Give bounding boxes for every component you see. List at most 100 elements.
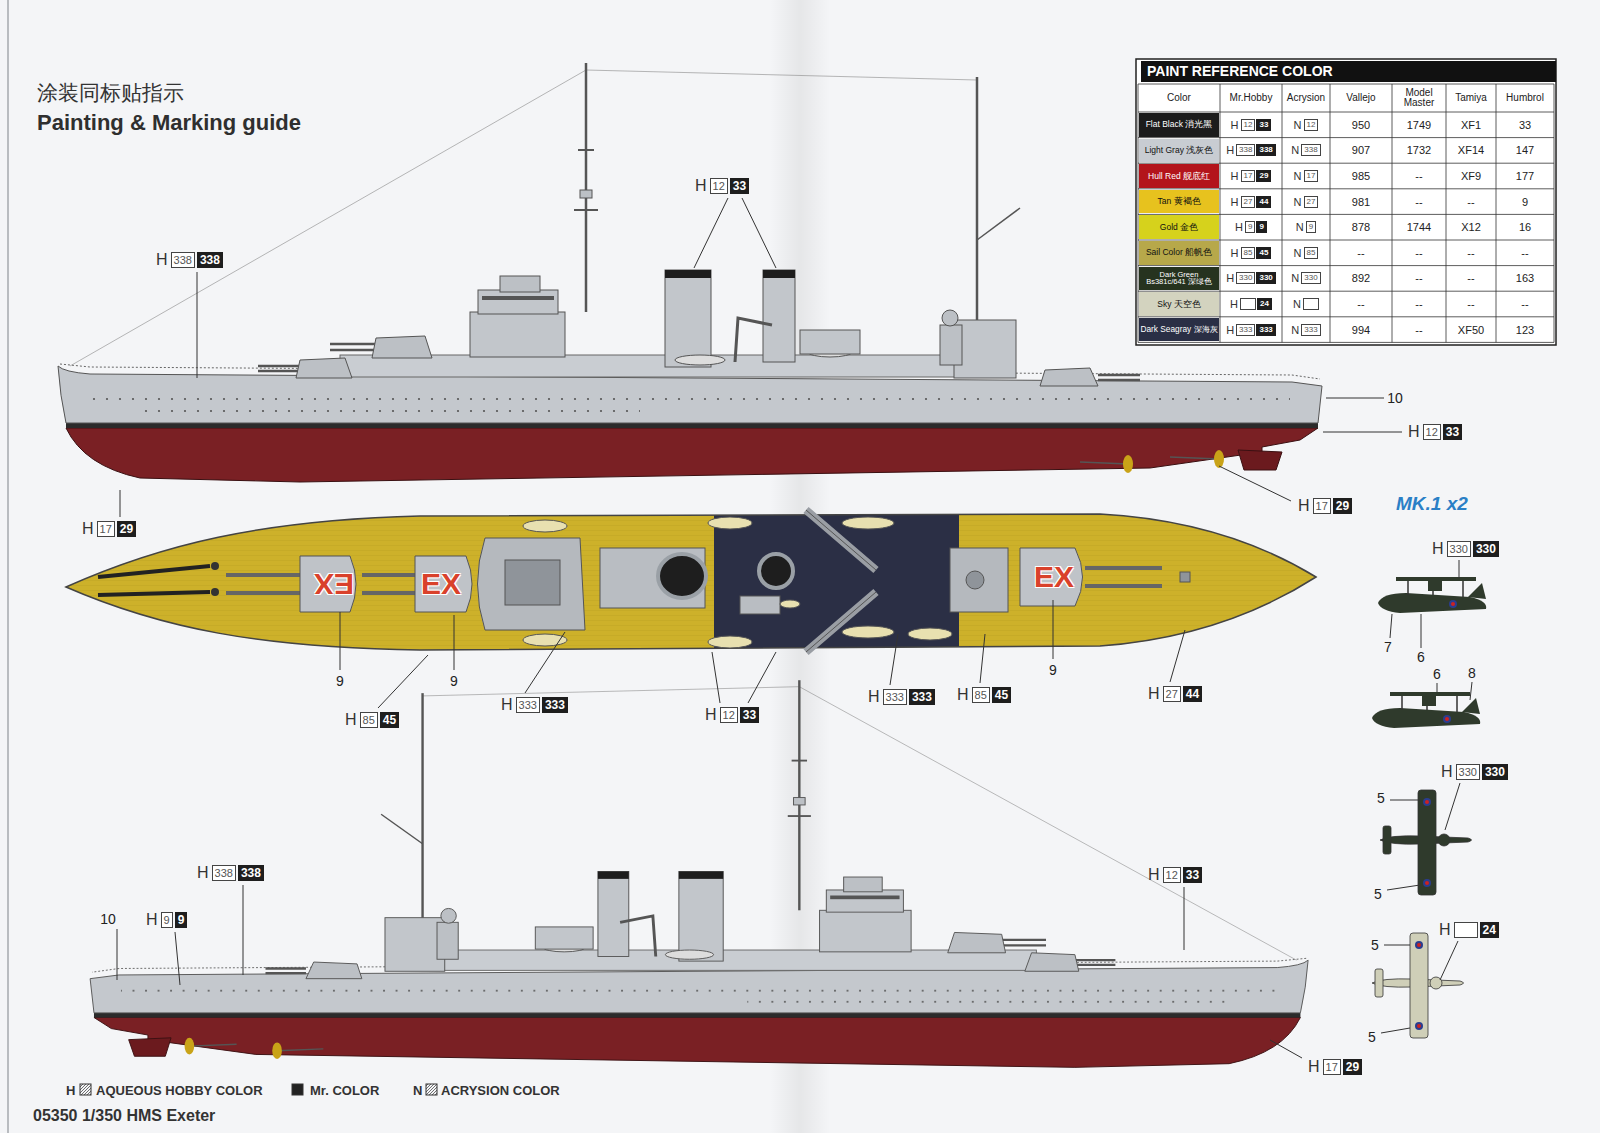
leader-lines bbox=[117, 198, 1472, 1058]
aircraft-note: MK.1 x2 bbox=[1396, 493, 1468, 515]
acrysion-code: 12 bbox=[1304, 119, 1319, 131]
caption: 05350 1/350 HMS Exeter bbox=[33, 1107, 215, 1125]
paint-code: 1744 bbox=[1407, 221, 1431, 233]
illustration-part bbox=[600, 548, 705, 608]
color-swatch: Dark Seagray 深海灰 bbox=[1139, 318, 1219, 342]
paint-code: 1732 bbox=[1407, 144, 1431, 156]
paint-code-cell: -- bbox=[1392, 266, 1446, 292]
paint-code-cell: 16 bbox=[1496, 214, 1554, 240]
callout-number: 6 bbox=[1433, 665, 1441, 683]
hobby-code: 85 bbox=[360, 712, 378, 728]
paint-prefix: H bbox=[1226, 144, 1234, 156]
paint-callout: H1729 bbox=[1231, 170, 1272, 182]
acrysion-code: 85 bbox=[1304, 247, 1319, 259]
mr-color-code: 9 bbox=[1256, 221, 1266, 233]
paint-code-cell: 177 bbox=[1496, 163, 1554, 189]
hobby-code: 330 bbox=[1236, 272, 1255, 284]
paint-prefix: H bbox=[345, 711, 357, 729]
illustration-part bbox=[1387, 885, 1420, 890]
hobby-code: 27 bbox=[1241, 196, 1256, 208]
hobby-code: 17 bbox=[1313, 498, 1331, 514]
paint-prefix: H bbox=[1148, 685, 1160, 703]
paint-callout: H2744 bbox=[1148, 685, 1202, 703]
paint-callout: H1233 bbox=[1408, 423, 1462, 441]
paint-callout: H338338 bbox=[1226, 144, 1276, 156]
paint-code-cell: XF14 bbox=[1446, 138, 1496, 164]
paint-prefix: H bbox=[1226, 272, 1234, 284]
illustration-part bbox=[1437, 683, 1438, 692]
color-swatch: Dark Green Bs381c/641 深绿色 bbox=[1139, 267, 1219, 291]
deck-marking: EX bbox=[1034, 560, 1074, 593]
illustration-part bbox=[1270, 1040, 1302, 1058]
paint-code: -- bbox=[1415, 272, 1422, 284]
hobby-cell: H330330 bbox=[1220, 266, 1282, 292]
legend-prefix: N bbox=[413, 1083, 422, 1098]
callout-number: 7 bbox=[1384, 639, 1392, 655]
illustration-part bbox=[1138, 84, 1554, 342]
empty-code-box bbox=[1240, 298, 1256, 310]
hobby-code: 338 bbox=[212, 865, 236, 881]
callout-number: 5 bbox=[1374, 885, 1382, 903]
deck-marking: EX bbox=[314, 568, 354, 601]
acrysion-code: 9 bbox=[1306, 221, 1316, 233]
acrysion-prefix: N bbox=[1291, 324, 1299, 336]
paint-prefix: H bbox=[695, 177, 707, 195]
illustration-part bbox=[117, 929, 118, 980]
illustration-part bbox=[980, 634, 985, 683]
paint-code: -- bbox=[1521, 247, 1528, 259]
paint-code-cell: -- bbox=[1392, 240, 1446, 266]
hobby-code: 338 bbox=[1236, 144, 1255, 156]
illustration-part bbox=[1459, 560, 1460, 578]
callout-number: 5 bbox=[1377, 790, 1385, 806]
mr-color-code: 45 bbox=[380, 712, 399, 728]
paint-code-cell: 994 bbox=[1330, 317, 1392, 343]
mr-color-code: 330 bbox=[1473, 541, 1499, 557]
illustration-part bbox=[60, 500, 1320, 660]
paint-prefix: H bbox=[82, 520, 94, 538]
callout-number: 9 bbox=[1049, 661, 1057, 679]
acrysion-cell: N85 bbox=[1282, 240, 1330, 266]
paint-code-cell: 1749 bbox=[1392, 112, 1446, 138]
color-swatch: Flat Black 消光黑 bbox=[1139, 113, 1219, 137]
mr-color-code: 9 bbox=[175, 912, 188, 928]
legend-entry: AQUEOUS HOBBY COLOR bbox=[96, 1081, 263, 1099]
paint-code: -- bbox=[1357, 298, 1364, 310]
color-swatch: Light Gray 浅灰色 bbox=[1139, 139, 1219, 163]
illustration-part bbox=[1326, 398, 1384, 399]
ship-side-view bbox=[90, 680, 1308, 1067]
illustration-part bbox=[523, 520, 567, 532]
mr-color-code: 330 bbox=[1482, 764, 1508, 780]
color-swatch: Gold 金色 bbox=[1139, 215, 1219, 239]
paint-callout: H1233 bbox=[705, 706, 759, 724]
illustration-part bbox=[1392, 84, 1393, 342]
illustration-part bbox=[658, 554, 706, 598]
paint-code-cell: X12 bbox=[1446, 214, 1496, 240]
column-header: Humbrol bbox=[1506, 93, 1544, 104]
illustration-part bbox=[708, 636, 752, 648]
paint-callout: N333 bbox=[1291, 324, 1320, 336]
paint-code-cell: 9 bbox=[1496, 189, 1554, 215]
illustration-part bbox=[842, 517, 894, 529]
column-header: Mr.Hobby bbox=[1220, 84, 1282, 112]
acrysion-prefix: N bbox=[1291, 144, 1299, 156]
illustration-part bbox=[426, 1084, 437, 1095]
hobby-code: 12 bbox=[1423, 424, 1441, 440]
paint-code: 981 bbox=[1352, 196, 1370, 208]
acrysion-prefix: N bbox=[1294, 196, 1302, 208]
walrus-side-view bbox=[1378, 577, 1486, 613]
paint-code: 123 bbox=[1516, 324, 1534, 336]
illustration-part bbox=[300, 556, 356, 612]
callout-number: 10 bbox=[100, 911, 116, 927]
paint-prefix: H bbox=[1441, 763, 1453, 781]
callout-number: 9 bbox=[336, 672, 344, 690]
color-name: Gold 金色 bbox=[1160, 223, 1198, 232]
acrysion-prefix: N bbox=[1294, 170, 1302, 182]
illustration-part bbox=[1446, 84, 1447, 342]
legend-prefix: N bbox=[413, 1081, 422, 1099]
paint-callout: N338 bbox=[1291, 144, 1320, 156]
hobby-cell: H2744 bbox=[1220, 189, 1282, 215]
hobby-cell: H99 bbox=[1220, 214, 1282, 240]
paint-code: XF1 bbox=[1461, 119, 1481, 131]
mr-color-code: 33 bbox=[1443, 424, 1462, 440]
